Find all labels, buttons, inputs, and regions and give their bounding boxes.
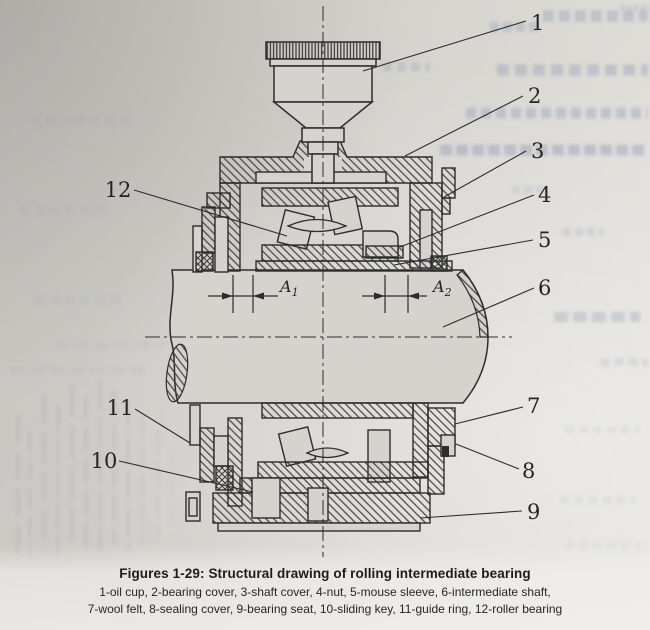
callout-9: 9 bbox=[527, 500, 540, 524]
lower-bearing-assembly bbox=[185, 402, 456, 532]
callout-numbers: 1 2 3 4 5 6 7 8 9 10 11 12 bbox=[91, 11, 552, 524]
wool-felt-upper-left bbox=[195, 251, 214, 272]
figure-caption-parts-line-1: 1-oil cup, 2-bearing cover, 3-shaft cove… bbox=[99, 585, 551, 599]
sliding-key bbox=[307, 487, 329, 522]
callout-11: 11 bbox=[107, 396, 134, 420]
callout-1: 1 bbox=[531, 11, 544, 35]
leader-line-5 bbox=[393, 239, 534, 266]
callout-6: 6 bbox=[538, 276, 551, 300]
bleed-through-text bbox=[10, 5, 650, 555]
figure-caption: Figures 1-29: Structural drawing of roll… bbox=[0, 566, 650, 617]
centerlines bbox=[145, 6, 512, 557]
leader-line-2 bbox=[404, 95, 524, 157]
leader-line-4 bbox=[399, 194, 535, 248]
callout-7: 7 bbox=[527, 394, 540, 418]
figure-caption-title: Figures 1-29: Structural drawing of roll… bbox=[119, 566, 531, 581]
leader-line-9 bbox=[419, 510, 523, 519]
mouse-sleeve bbox=[365, 245, 404, 259]
leader-line-1 bbox=[362, 20, 527, 72]
dimension-a1 bbox=[208, 275, 278, 313]
leader-line-12 bbox=[133, 189, 288, 237]
roller-bearing-upper bbox=[276, 195, 364, 250]
shaft-break-crescent bbox=[456, 269, 489, 338]
callout-3: 3 bbox=[531, 139, 544, 163]
upper-bearing-assembly bbox=[192, 140, 456, 273]
leader-line-10 bbox=[118, 460, 254, 493]
leader-lines bbox=[118, 20, 535, 519]
leader-line-3 bbox=[443, 150, 527, 198]
section-drawing bbox=[118, 6, 535, 557]
callout-12: 12 bbox=[105, 178, 132, 202]
callout-8: 8 bbox=[522, 459, 535, 483]
callout-10: 10 bbox=[91, 449, 118, 473]
bearing-seat-base bbox=[217, 522, 421, 532]
callout-4: 4 bbox=[538, 183, 551, 207]
callout-2: 2 bbox=[528, 84, 541, 108]
leader-line-7 bbox=[454, 406, 524, 425]
figure-caption-parts-line-2: 7-wool felt, 8-sealing cover, 9-bearing … bbox=[87, 601, 563, 616]
leader-line-8 bbox=[455, 443, 520, 470]
roller-bearing-lower bbox=[277, 425, 391, 483]
bearing-inner-ring-lower bbox=[261, 402, 414, 419]
leader-line-6 bbox=[442, 287, 535, 328]
dimension-label-a1: A1 bbox=[278, 277, 299, 299]
guide-ring bbox=[199, 427, 215, 483]
dimension-label-a2: A2 bbox=[431, 277, 452, 299]
shaft-break-lens bbox=[165, 343, 189, 403]
bearing-outer-ring-lower bbox=[257, 461, 429, 479]
leader-line-11 bbox=[134, 408, 191, 444]
callout-5: 5 bbox=[538, 228, 551, 252]
dimension-a2 bbox=[362, 275, 427, 313]
shaft-cover bbox=[441, 167, 456, 199]
